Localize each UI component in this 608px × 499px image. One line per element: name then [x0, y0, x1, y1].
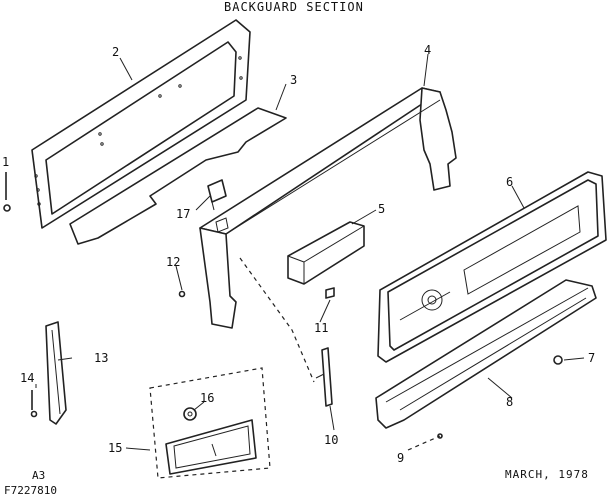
part-17-clip — [207, 179, 227, 211]
callout-17: 17 — [176, 207, 190, 221]
leader-lines — [35, 53, 585, 451]
callout-9: 9 — [397, 451, 404, 465]
part-13-side-bracket — [45, 321, 67, 425]
part-14-screw — [30, 390, 38, 418]
callout-5: 5 — [378, 202, 385, 216]
part-16-knob — [183, 407, 197, 421]
callout-13: 13 — [94, 351, 108, 365]
fasteners — [3, 172, 563, 439]
part-2-rear-panel — [31, 19, 251, 229]
callout-11: 11 — [314, 321, 328, 335]
callout-8: 8 — [506, 395, 513, 409]
part-7-nut — [553, 355, 563, 365]
part-15-window-assembly — [149, 367, 271, 479]
callout-14: 14 — [20, 371, 34, 385]
callout-4: 4 — [424, 43, 431, 57]
part-12-screw — [178, 290, 186, 298]
part-10-rod — [315, 347, 333, 407]
callout-10: 10 — [324, 433, 338, 447]
part-8-trim-strip — [375, 279, 597, 429]
callout-12: 12 — [166, 255, 180, 269]
part-3-shield — [69, 107, 287, 245]
callout-16: 16 — [200, 391, 214, 405]
part-5-cover — [287, 221, 365, 285]
callout-6: 6 — [506, 175, 513, 189]
callout-15: 15 — [108, 441, 122, 455]
assembly-path-line — [239, 257, 315, 383]
part-6-control-panel — [377, 171, 607, 363]
callout-2: 2 — [112, 45, 119, 59]
part-1-screw — [3, 172, 11, 212]
callout-3: 3 — [290, 73, 297, 87]
diagram-title: BACKGUARD SECTION — [224, 0, 364, 14]
diagram-code-line2: F7227810 — [4, 484, 57, 497]
diagram-code-line1: A3 — [32, 469, 46, 482]
part-11-screw — [325, 287, 335, 299]
callout-1: 1 — [2, 155, 9, 169]
assembly-path-line-9 — [407, 435, 441, 451]
diagram-date: MARCH, 1978 — [505, 468, 589, 481]
part-4-backguard-frame — [199, 87, 457, 329]
callout-7: 7 — [588, 351, 595, 365]
callout-labels: 1 2 3 4 5 6 7 8 9 10 11 12 13 14 15 16 1… — [2, 43, 595, 465]
